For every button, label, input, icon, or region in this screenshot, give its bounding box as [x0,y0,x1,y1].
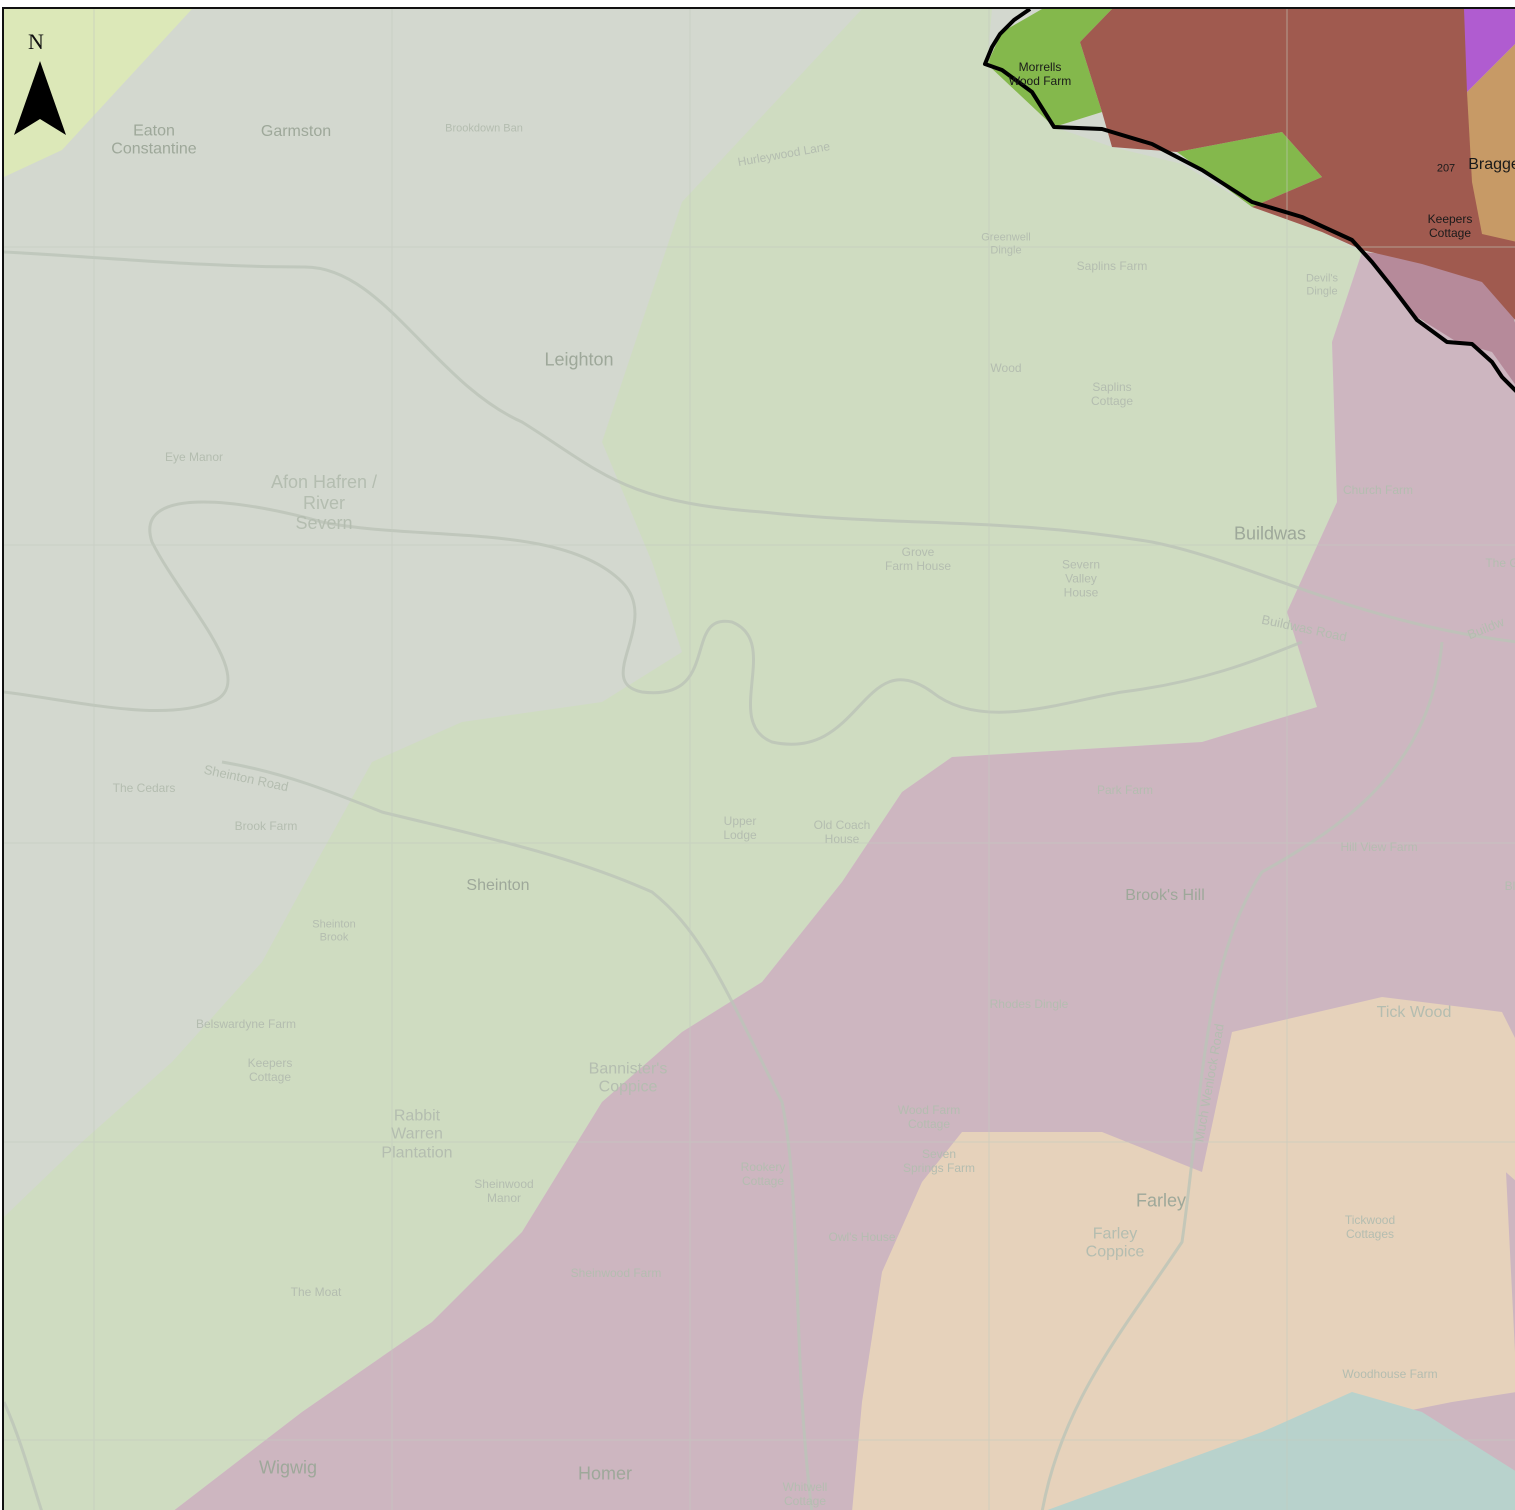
label-rhodes-dingle: Rhodes Dingle [989,997,1069,1012]
zone-light-green [4,9,1362,1510]
zone-teal [1047,1392,1515,1510]
label-eye-manor: Eye Manor [164,450,224,465]
zone-brown [1080,9,1515,320]
label-brook-farm: Brook Farm [234,819,298,834]
map-layers [4,9,1515,1510]
zone-pink-dark [1362,252,1515,385]
label-farley: Farley [1135,1190,1187,1211]
label-bragge: Bragge [1468,155,1515,173]
label-garmston: Garmston [260,122,332,140]
label-wigwig: Wigwig [258,1457,318,1478]
zone-purple [1464,9,1515,92]
label-belswardyne-farm: Belswardyne Farm [195,1017,297,1032]
zone-orange [1467,44,1515,242]
zone-peach [852,997,1515,1510]
label-wood: Wood [990,361,1022,376]
label-leighton: Leighton [544,349,614,370]
label-tick-wood: Tick Wood [1376,1003,1452,1021]
label-brookdown-ban: Brookdown Ban [445,122,523,135]
label-park-farm: Park Farm [1096,783,1154,798]
label-owls-house: Owl's House [828,1230,896,1245]
label-bl: Bl [1504,879,1515,894]
zone-dark-green-west [987,9,1112,127]
label-buildwas: Buildwas [1233,523,1307,544]
label-homer: Homer [577,1463,633,1484]
grid-lines [4,9,1515,1510]
label-brooks-hill: Brook's Hill [1125,886,1205,904]
label-the-moat: The Moat [290,1285,342,1300]
zone-yellow-green [4,9,192,177]
map-linework [4,250,1515,1510]
study-area-boundary [983,9,1515,393]
label-the-g: The G [1485,556,1515,571]
label-saplins-farm: Saplins Farm [1076,259,1148,274]
north-letter: N [28,29,44,54]
zone-dark-green-mid [1177,132,1322,207]
label-hill-view-farm: Hill View Farm [1340,840,1418,855]
label-spot-height: 207 [1436,162,1456,175]
label-woodhouse-farm: Woodhouse Farm [1342,1367,1438,1382]
label-church-farm: Church Farm [1342,483,1414,498]
label-sheinwood-farm: Sheinwood Farm [570,1266,662,1281]
label-the-cedars: The Cedars [112,781,176,796]
label-sheinton: Sheinton [466,876,530,894]
north-arrow-icon [14,61,66,135]
